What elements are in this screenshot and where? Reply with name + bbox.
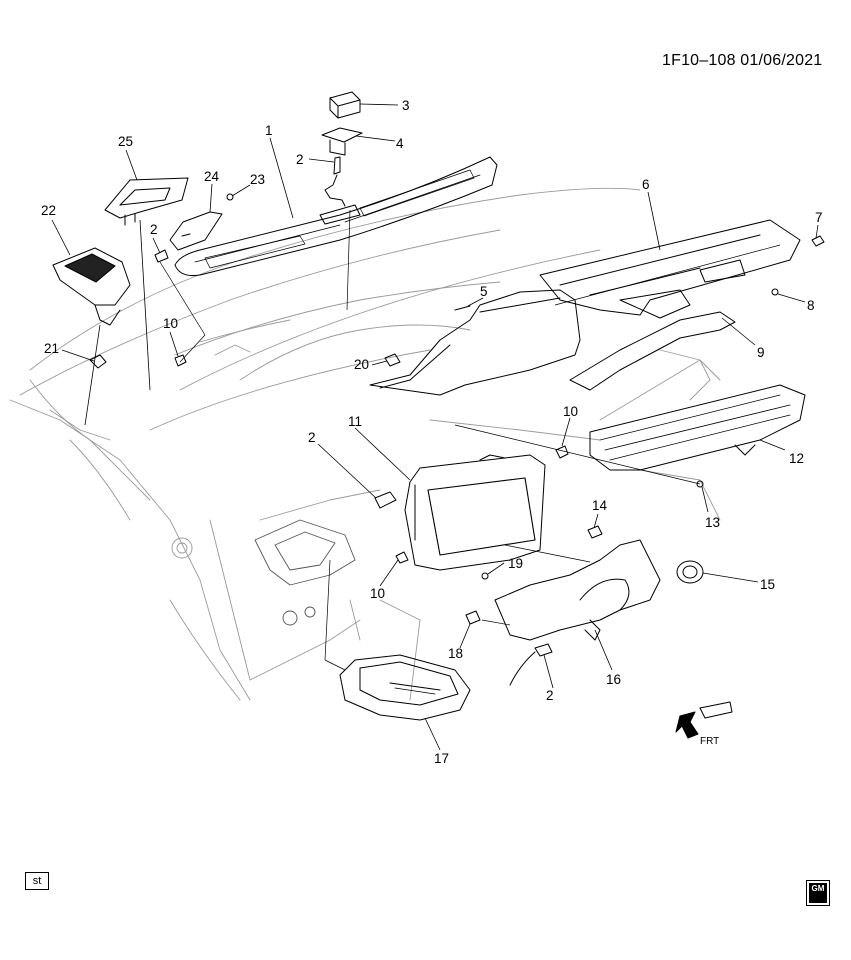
side-air-vent [339, 654, 471, 721]
leader-lines [51, 103, 819, 751]
callout-11: 11 [348, 414, 362, 429]
vent-cover [104, 177, 189, 226]
gm-logo-icon: GM [806, 880, 830, 906]
clip-21 [89, 354, 107, 369]
speaker-grille [52, 247, 131, 326]
cross-bracket [539, 219, 801, 319]
callout-4: 4 [396, 136, 404, 151]
callout-5: 5 [480, 284, 488, 299]
bolt-8 [771, 288, 779, 296]
harness-2c [509, 643, 553, 686]
callout-19: 19 [508, 556, 523, 571]
callout-6: 6 [642, 177, 650, 192]
callout-10-left: 10 [163, 316, 178, 331]
screw-13 [696, 480, 704, 488]
dash-left-vent [254, 519, 356, 626]
callout-2-left: 2 [150, 222, 158, 237]
screw-5 [454, 305, 471, 311]
callout-labels: 3 4 2 1 25 24 23 22 2 10 21 5 6 7 8 9 20… [41, 98, 823, 766]
callout-17: 17 [434, 751, 449, 766]
screw-19 [481, 572, 489, 580]
instrument-cluster [404, 454, 546, 571]
callout-15: 15 [760, 577, 775, 592]
sensor-bracket [321, 127, 363, 156]
callout-13: 13 [705, 515, 720, 530]
callout-25: 25 [118, 134, 133, 149]
column-cover [494, 539, 661, 641]
ignition-bezel [676, 560, 704, 584]
sensor-harness [324, 156, 346, 207]
mounting-frame [369, 289, 736, 396]
callout-16: 16 [606, 672, 621, 687]
callout-22: 22 [41, 203, 56, 218]
sensor-cap [329, 91, 361, 119]
clip-20 [384, 353, 401, 367]
callout-10-bottom: 10 [370, 586, 385, 601]
clip-7 [811, 235, 825, 247]
side-panel [169, 211, 223, 251]
diagram-code: 1F10–108 01/06/2021 [662, 52, 823, 69]
dashboard-outline [9, 187, 721, 701]
callout-21: 21 [44, 341, 59, 356]
callout-23: 23 [250, 172, 265, 187]
center-vent-duct [589, 384, 806, 471]
callout-14: 14 [592, 498, 608, 513]
gm-logo-text: GM [809, 883, 827, 903]
clip-2b [374, 491, 397, 509]
upper-trim-panel [174, 156, 498, 276]
callout-2-mid: 2 [308, 430, 316, 445]
callout-8: 8 [807, 298, 815, 313]
nut-10b [395, 551, 409, 564]
callout-18: 18 [448, 646, 463, 661]
screw-23 [226, 193, 234, 201]
callout-24: 24 [204, 169, 220, 184]
front-arrow-icon [675, 701, 733, 739]
clip-2a [154, 249, 169, 263]
callout-10-mid: 10 [563, 404, 578, 419]
nut-10a [174, 354, 187, 367]
callout-2-bottom: 2 [546, 688, 554, 703]
reference-lines [159, 209, 781, 671]
callout-1: 1 [265, 123, 273, 138]
clip-18 [465, 610, 481, 625]
nut-10c [555, 445, 569, 459]
front-label: FRT [700, 736, 719, 747]
callout-2-top: 2 [296, 152, 304, 167]
callout-3: 3 [402, 98, 410, 113]
callout-20: 20 [354, 357, 369, 372]
callout-9: 9 [757, 345, 765, 360]
callout-7: 7 [815, 210, 823, 225]
st-box: st [25, 872, 49, 890]
clip-14 [587, 525, 603, 539]
callout-12: 12 [789, 451, 804, 466]
